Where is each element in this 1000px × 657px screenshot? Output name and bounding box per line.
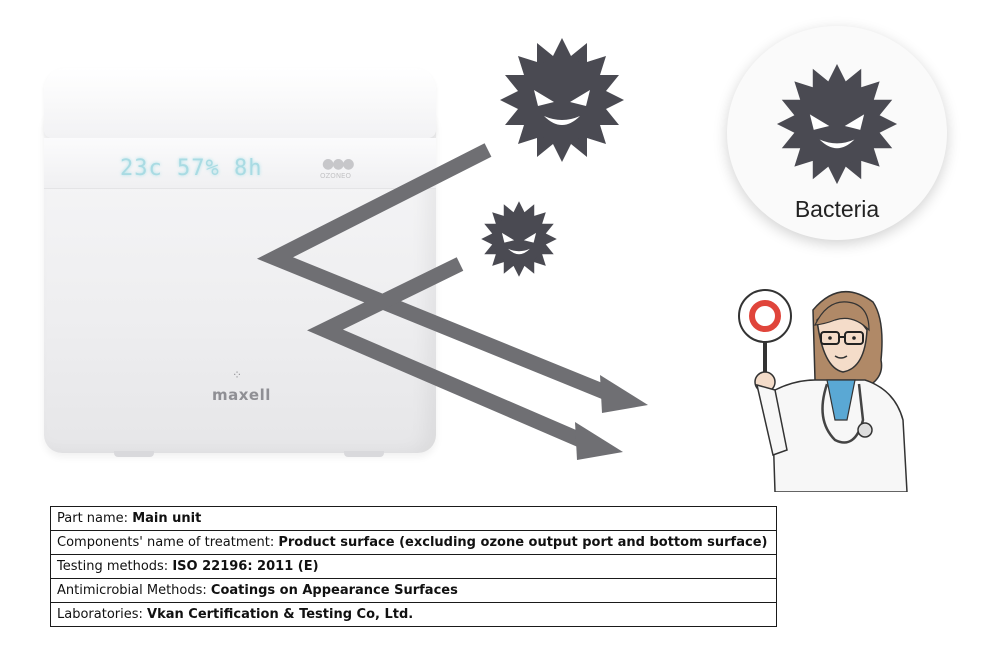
bacteria-icon bbox=[776, 63, 898, 185]
vent-icon: ⁘ bbox=[232, 368, 243, 382]
illustration-scene: 23c 57% 8h ●●● OZONEO ⁘ maxell bbox=[44, 26, 947, 492]
bacteria-icon-large bbox=[500, 38, 624, 162]
bacteria-badge: Bacteria bbox=[727, 26, 947, 240]
info-cell: Testing methods: ISO 22196: 2011 (E) bbox=[50, 554, 777, 579]
bacteria-icon-small bbox=[481, 201, 557, 277]
info-label: Part name: bbox=[57, 511, 133, 526]
arrow-head-upper bbox=[600, 375, 648, 413]
table-row: Antimicrobial Methods: Coatings on Appea… bbox=[50, 578, 777, 603]
device-display-band bbox=[44, 138, 436, 189]
table-row: Part name: Main unit bbox=[50, 506, 777, 531]
info-cell: Components' name of treatment: Product s… bbox=[50, 530, 777, 555]
info-value: Vkan Certification & Testing Co, Ltd. bbox=[147, 607, 414, 622]
info-label: Antimicrobial Methods: bbox=[57, 583, 211, 598]
info-cell: Part name: Main unit bbox=[50, 506, 777, 531]
device-display: 23c 57% 8h bbox=[120, 156, 263, 181]
maxell-logo: maxell bbox=[212, 386, 271, 404]
test-info-table: Part name: Main unit Components' name of… bbox=[50, 506, 777, 627]
table-row: Testing methods: ISO 22196: 2011 (E) bbox=[50, 554, 777, 579]
info-label: Testing methods: bbox=[57, 559, 173, 574]
info-value: Coatings on Appearance Surfaces bbox=[210, 583, 458, 598]
doctor-illustration bbox=[738, 289, 908, 492]
info-cell: Antimicrobial Methods: Coatings on Appea… bbox=[50, 578, 777, 603]
info-value: Product surface (excluding ozone output … bbox=[278, 535, 768, 550]
deflection-arrows bbox=[256, 143, 648, 460]
device-brand-small: OZONEO bbox=[320, 172, 351, 180]
table-row: Components' name of treatment: Product s… bbox=[50, 530, 777, 555]
bacteria-label: Bacteria bbox=[794, 196, 880, 222]
info-label: Components' name of treatment: bbox=[57, 535, 279, 550]
info-value: Main unit bbox=[132, 511, 202, 526]
arrow-path-upper bbox=[256, 143, 615, 402]
info-cell: Laboratories: Vkan Certification & Testi… bbox=[50, 602, 777, 627]
table-row: Laboratories: Vkan Certification & Testi… bbox=[50, 602, 777, 627]
ozone-logo-icon: ●●● bbox=[322, 156, 355, 172]
arrow-path-lower bbox=[307, 257, 588, 449]
maxell-device: 23c 57% 8h ●●● OZONEO ⁘ maxell bbox=[44, 68, 436, 460]
info-value: ISO 22196: 2011 (E) bbox=[172, 559, 319, 574]
device-foot-right bbox=[344, 451, 384, 457]
info-label: Laboratories: bbox=[57, 607, 148, 622]
arrow-head-lower bbox=[575, 422, 623, 460]
device-lid bbox=[44, 68, 436, 138]
device-foot-left bbox=[114, 451, 154, 457]
circle-sign-icon bbox=[749, 300, 781, 332]
